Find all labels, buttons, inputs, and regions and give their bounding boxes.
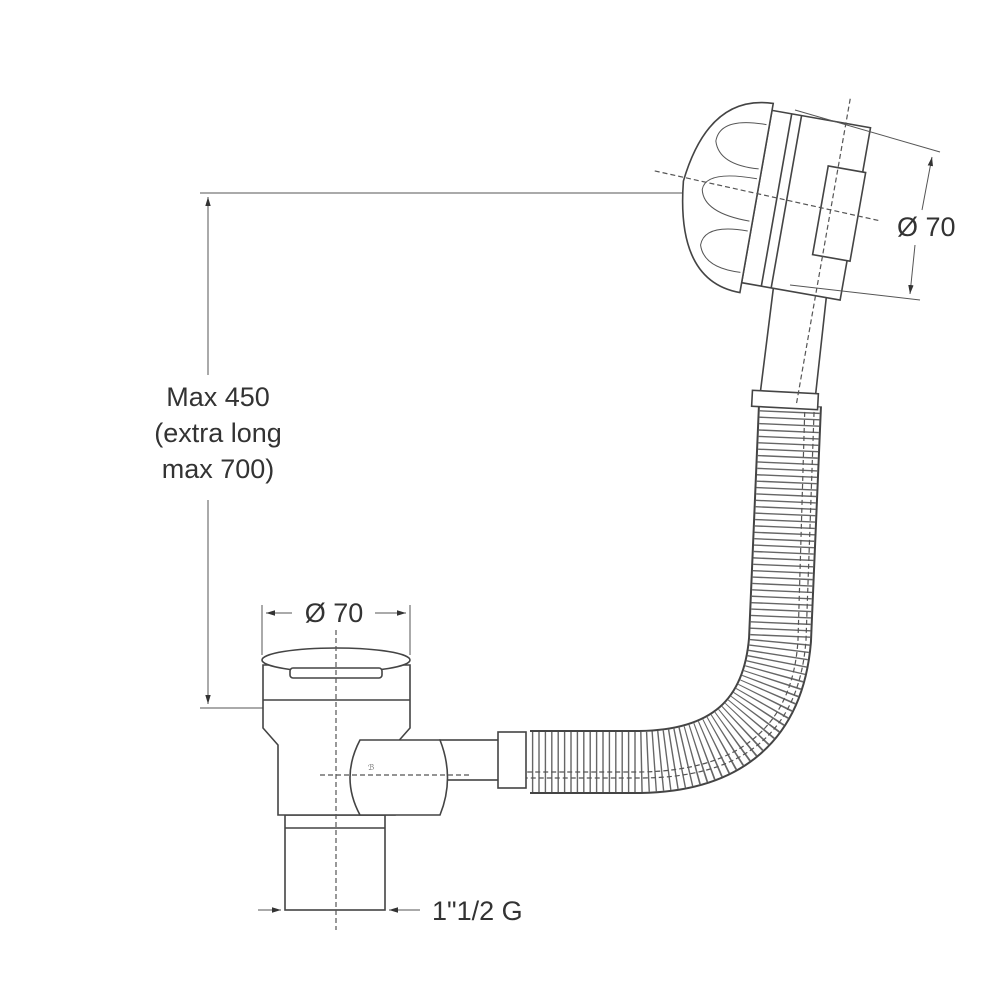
overflow-head	[654, 98, 880, 405]
height-dimension	[200, 192, 690, 709]
height-label-line2: (extra long	[154, 418, 282, 448]
corrugated-hose	[440, 299, 822, 794]
height-label-line1: Max 450	[166, 382, 270, 412]
waste-diameter-label: Ø 70	[305, 598, 364, 628]
overflow-diameter-label: Ø 70	[897, 212, 956, 242]
waste-diameter-dimension	[261, 605, 411, 655]
brand-mark: ℬ	[368, 763, 374, 772]
height-label-line3: max 700)	[162, 454, 275, 484]
trap-housing: ℬ	[320, 739, 470, 816]
outlet-thread-label: 1"1/2 G	[432, 896, 523, 926]
overflow-tube	[750, 274, 829, 411]
overflow-diameter-dimension	[789, 109, 941, 301]
connecting-pipe	[439, 731, 527, 789]
